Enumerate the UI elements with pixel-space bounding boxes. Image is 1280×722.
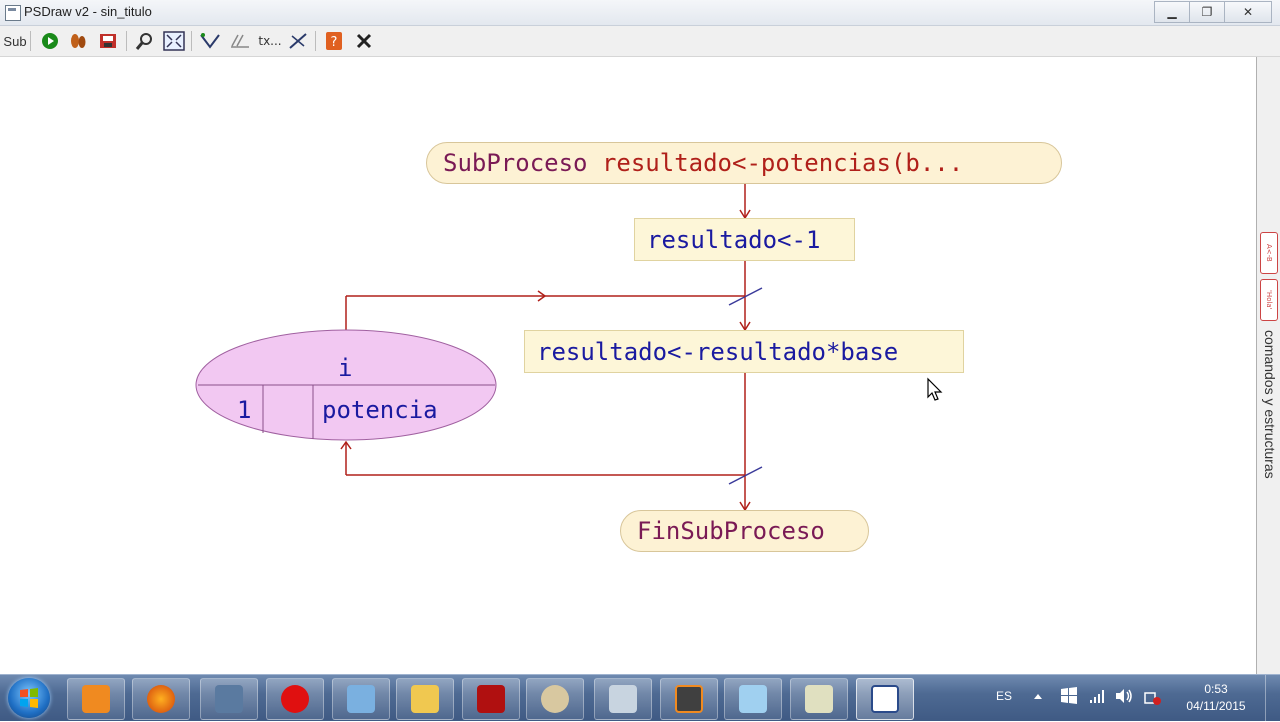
assignment-text: resultado<-1 bbox=[647, 225, 821, 254]
language-indicator[interactable]: ES bbox=[996, 689, 1013, 703]
network-signal-icon[interactable] bbox=[1088, 687, 1106, 705]
run-icon[interactable] bbox=[38, 29, 62, 53]
diagram-canvas[interactable]: SubProceso resultado<-potencias(b... res… bbox=[0, 57, 1256, 674]
power-icon[interactable] bbox=[1142, 687, 1162, 707]
paint-icon bbox=[541, 685, 569, 713]
clock-time: 0:53 bbox=[1204, 682, 1228, 696]
window-controls: ▁ ❐ ✕ bbox=[1154, 1, 1272, 23]
taskbar-calculator[interactable] bbox=[594, 678, 652, 720]
toolbar: Sub tx... ? bbox=[0, 26, 1280, 57]
style-icon[interactable] bbox=[198, 29, 222, 53]
media-player-icon bbox=[82, 685, 110, 713]
app-icon bbox=[5, 5, 21, 21]
toolbar-separator bbox=[30, 31, 31, 51]
loop-variable[interactable]: i bbox=[338, 354, 353, 382]
assignment-block[interactable]: resultado<-resultado*base bbox=[524, 330, 964, 373]
close-button[interactable]: ✕ bbox=[1224, 1, 1272, 23]
close-icon[interactable] bbox=[352, 29, 376, 53]
taskbar-notepad[interactable] bbox=[724, 678, 782, 720]
svg-text:?: ? bbox=[331, 35, 338, 50]
subprocess-footer[interactable]: FinSubProceso bbox=[620, 510, 869, 552]
folder-icon bbox=[411, 685, 439, 713]
minimize-button[interactable]: ▁ bbox=[1154, 1, 1190, 23]
show-hidden-icons-icon[interactable] bbox=[1032, 691, 1044, 703]
taskbar-pseint[interactable] bbox=[790, 678, 848, 720]
comments-icon[interactable] bbox=[228, 29, 252, 53]
text-icon[interactable]: tx... bbox=[258, 34, 282, 48]
sub-toggle-button[interactable]: Sub bbox=[3, 33, 27, 49]
export-icon[interactable] bbox=[96, 29, 120, 53]
taskbar-file-explorer[interactable] bbox=[396, 678, 454, 720]
flow-lines bbox=[195, 184, 763, 512]
subprocess-keyword: SubProceso bbox=[443, 149, 588, 177]
taskbar-media-player[interactable] bbox=[67, 678, 125, 720]
action-center-icon[interactable] bbox=[1060, 687, 1078, 705]
loop-end-value[interactable]: potencia bbox=[322, 396, 438, 424]
firefox-icon bbox=[147, 685, 175, 713]
taskbar-acrobat[interactable] bbox=[462, 678, 520, 720]
taskbar-opera[interactable] bbox=[266, 678, 324, 720]
toolbar-separator bbox=[315, 31, 316, 51]
taskbar-paint[interactable] bbox=[526, 678, 584, 720]
taskbar: ES 0:53 04/11/2015 bbox=[0, 674, 1280, 721]
clock[interactable]: 0:53 04/11/2015 bbox=[1176, 681, 1256, 715]
fit-icon[interactable] bbox=[162, 29, 186, 53]
subprocess-header[interactable]: SubProceso resultado<-potencias(b... bbox=[426, 142, 1062, 184]
taskbar-network-app[interactable] bbox=[200, 678, 258, 720]
crop-icon[interactable] bbox=[286, 29, 310, 53]
acrobat-icon bbox=[477, 685, 505, 713]
taskbar-control-panel[interactable] bbox=[332, 678, 390, 720]
toolbar-separator bbox=[191, 31, 192, 51]
assignment-command-icon[interactable]: A<-B bbox=[1260, 232, 1278, 274]
commands-side-panel[interactable] bbox=[1256, 57, 1280, 674]
windows-logo-icon bbox=[20, 688, 38, 708]
step-icon[interactable] bbox=[66, 29, 90, 53]
calculator-icon bbox=[609, 685, 637, 713]
footer-keyword: FinSubProceso bbox=[637, 517, 825, 545]
window-title: PSDraw v2 - sin_titulo bbox=[24, 4, 152, 19]
help-icon[interactable]: ? bbox=[322, 29, 346, 53]
clock-date: 04/11/2015 bbox=[1186, 699, 1246, 713]
sublime-text-icon bbox=[675, 685, 703, 713]
show-desktop-button[interactable] bbox=[1265, 675, 1280, 721]
taskbar-firefox[interactable] bbox=[132, 678, 190, 720]
calendar-icon bbox=[871, 685, 899, 713]
start-button[interactable] bbox=[8, 678, 50, 718]
taskbar-calendar-active[interactable] bbox=[856, 678, 914, 720]
volume-icon[interactable] bbox=[1114, 687, 1134, 705]
toolbar-separator bbox=[126, 31, 127, 51]
mouse-cursor-icon bbox=[927, 377, 943, 401]
title-bar: PSDraw v2 - sin_titulo ▁ ❐ ✕ bbox=[0, 0, 1280, 26]
control-panel-icon bbox=[347, 685, 375, 713]
assignment-text: resultado<-resultado*base bbox=[537, 337, 899, 366]
write-command-icon[interactable]: 'Hola' bbox=[1260, 279, 1278, 321]
assignment-block[interactable]: resultado<-1 bbox=[634, 218, 855, 261]
zoom-icon[interactable] bbox=[133, 29, 157, 53]
side-panel-label[interactable]: comandos y estructuras bbox=[1262, 330, 1278, 479]
subprocess-signature: resultado<-potencias(b... bbox=[601, 149, 964, 177]
taskbar-sublime-text[interactable] bbox=[660, 678, 718, 720]
notepad-icon bbox=[739, 685, 767, 713]
opera-icon bbox=[281, 685, 309, 713]
network-app-icon bbox=[215, 685, 243, 713]
loop-start-value[interactable]: 1 bbox=[237, 396, 252, 424]
maximize-button[interactable]: ❐ bbox=[1189, 1, 1225, 23]
pseint-icon bbox=[805, 685, 833, 713]
